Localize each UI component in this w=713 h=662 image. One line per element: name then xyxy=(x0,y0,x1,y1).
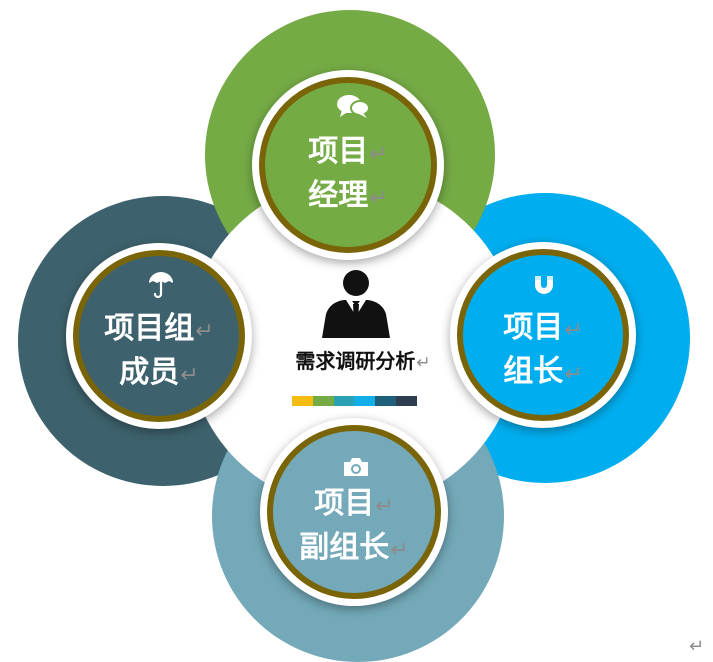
paragraph-return-mark: ↵ xyxy=(689,636,705,657)
node-team-leader: 项目↵ 组长↵ xyxy=(450,242,636,428)
palette-swatch xyxy=(396,396,417,406)
node-project-manager: 项目↵ 经理↵ xyxy=(252,70,444,260)
node-label-line1: 项目↵ xyxy=(308,134,388,169)
node-label-line1: 项目组↵ xyxy=(104,311,214,346)
camera-icon xyxy=(344,458,368,476)
node-label-line2: 副组长↵ xyxy=(299,530,409,565)
palette-swatch xyxy=(292,396,313,406)
node-label-line2: 组长↵ xyxy=(503,354,583,389)
palette-swatch xyxy=(333,396,355,406)
node-team-members: 项目组↵ 成员↵ xyxy=(66,243,252,429)
palette-swatch xyxy=(354,396,376,406)
chat-bubbles-icon xyxy=(337,95,370,118)
palette-swatch xyxy=(375,396,397,406)
node-deputy-leader: 项目↵ 副组长↵ xyxy=(260,418,448,606)
businessman-icon xyxy=(322,270,390,338)
node-label-line2: 成员↵ xyxy=(119,355,199,390)
node-label-line1: 项目↵ xyxy=(503,310,583,345)
node-label-line2: 经理↵ xyxy=(308,178,388,213)
center-title: 需求调研分析↵ xyxy=(295,349,431,373)
magnet-icon xyxy=(535,276,553,294)
umbrella-icon xyxy=(149,272,173,299)
palette-swatch xyxy=(312,396,334,406)
node-label-line1: 项目↵ xyxy=(314,486,394,521)
color-palette-bar xyxy=(292,396,417,406)
